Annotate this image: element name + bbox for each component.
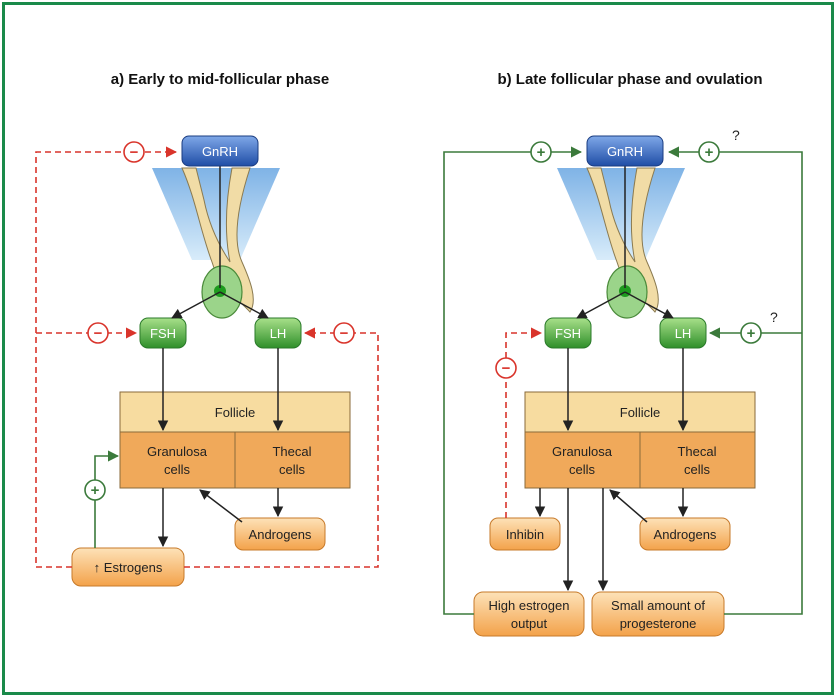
high-estrogen-label-2: output (511, 616, 548, 631)
granulosa-label-1: Granulosa (147, 444, 208, 459)
thecal-label-2: cells (279, 462, 306, 477)
androgens-box (234, 517, 326, 551)
lh-label: LH (675, 326, 692, 341)
high-estrogen-label-1: High estrogen (489, 598, 570, 613)
lh-label: LH (270, 326, 287, 341)
positive-feedback-gnrh-right-icon (698, 141, 720, 163)
panel-a-title: a) Early to mid-follicular phase (111, 71, 329, 88)
follicle-label: Follicle (620, 405, 660, 420)
thecal-label-1: Thecal (677, 444, 716, 459)
androgens-label: Androgens (249, 527, 312, 542)
panel-b: b) Late follicular phase and ovulation G… (443, 71, 803, 637)
granulosa-cells-box (524, 431, 641, 489)
inhibin-box (489, 517, 561, 551)
negative-feedback-lh-icon (333, 322, 355, 344)
positive-feedback-icon (84, 479, 106, 501)
gnrh-label: GnRH (607, 144, 643, 159)
plus-sign: + (747, 325, 756, 342)
minus-sign: − (94, 325, 103, 342)
panel-b-title: b) Late follicular phase and ovulation (497, 71, 762, 88)
gnrh-label: GnRH (202, 144, 238, 159)
minus-sign: − (130, 144, 139, 161)
pituitary-gland-graphic (152, 167, 280, 319)
positive-feedback-lh-icon (740, 322, 762, 344)
inhibin-label: Inhibin (506, 527, 544, 542)
androgens-box (639, 517, 731, 551)
thecal-cells-box (639, 431, 756, 489)
granulosa-label-1: Granulosa (552, 444, 613, 459)
progesterone-label-2: progesterone (620, 616, 697, 631)
thecal-label-2: cells (684, 462, 711, 477)
gnrh-box (586, 135, 664, 167)
fsh-label: FSH (150, 326, 176, 341)
question-mark-gnrh: ? (732, 127, 740, 143)
plus-sign: + (91, 482, 100, 499)
positive-feedback-gnrh-icon (530, 141, 552, 163)
negative-feedback-fsh-icon (87, 322, 109, 344)
fsh-label: FSH (555, 326, 581, 341)
follicle-label: Follicle (215, 405, 255, 420)
panel-a: a) Early to mid-follicular phase GnRH FS… (35, 71, 379, 587)
negative-feedback-gnrh-icon (123, 141, 145, 163)
gnrh-box (181, 135, 259, 167)
granulosa-label-2: cells (569, 462, 596, 477)
granulosa-cells-box (119, 431, 236, 489)
pituitary-gland-graphic (557, 167, 685, 319)
estrogens-label: ↑ Estrogens (94, 560, 163, 575)
minus-sign: − (502, 360, 511, 377)
question-mark-lh: ? (770, 309, 778, 325)
progesterone-label-1: Small amount of (611, 598, 705, 613)
androgens-label: Androgens (654, 527, 717, 542)
plus-sign: + (705, 144, 714, 161)
plus-sign: + (537, 144, 546, 161)
thecal-label-1: Thecal (272, 444, 311, 459)
granulosa-label-2: cells (164, 462, 191, 477)
minus-sign: − (340, 325, 349, 342)
thecal-cells-box (234, 431, 351, 489)
negative-feedback-fsh-icon (495, 357, 517, 379)
